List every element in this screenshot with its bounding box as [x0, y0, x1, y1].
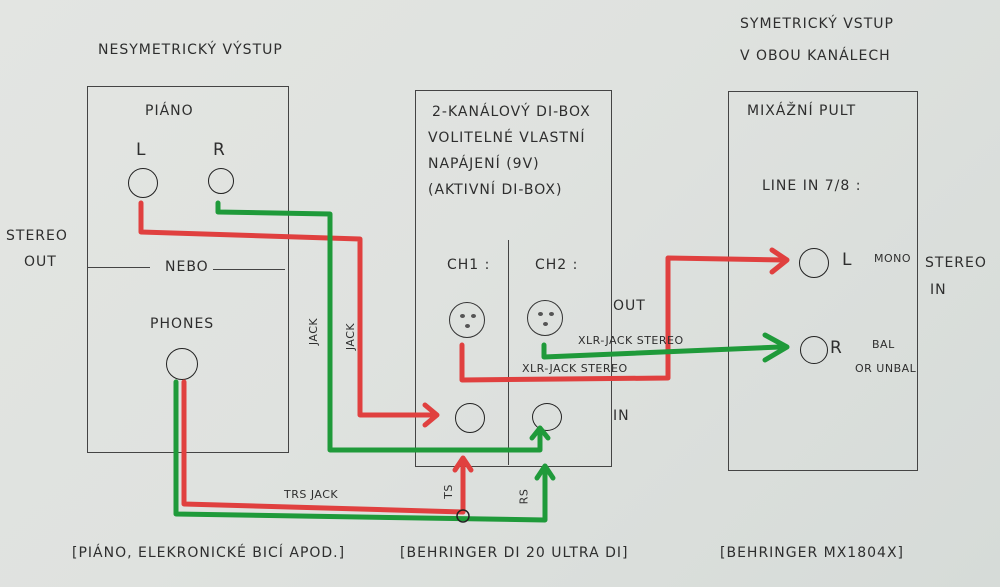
stereo-in-label-line2: IN [930, 282, 947, 298]
piano-divider-right [213, 269, 285, 270]
stereo-out-label-line2: OUT [24, 254, 57, 270]
cable-label-jack-left: JACK [307, 317, 321, 346]
stereo-in-label-line1: STEREO [925, 255, 987, 271]
cable-label-xlr-ch2: XLR-JACK STEREO [578, 334, 684, 347]
cable-trs-red [181, 379, 466, 515]
mixer-jack-right[interactable] [800, 336, 828, 364]
xlr-pin [460, 314, 465, 318]
mixer-bal-note-line1: BAL [872, 338, 895, 351]
arrow-head [422, 402, 440, 428]
dibox-ch2-jack-in[interactable] [532, 403, 562, 431]
dibox-line1: 2-KANÁLOVÝ DI-BOX [432, 104, 591, 120]
mixer-mono-note: MONO [874, 252, 912, 265]
dibox-in-label: IN [613, 408, 630, 424]
dibox-box [415, 90, 612, 467]
phones-label: PHONES [150, 316, 215, 332]
mixer-line-in-label: LINE IN 7/8 : [762, 178, 862, 194]
piano-jack-right-label: R [213, 140, 226, 160]
dibox-caption: [BEHRINGER DI 20 ULTRA DI] [400, 545, 629, 561]
dibox-line2: VOLITELNÉ VLASTNÍ [428, 130, 586, 146]
dibox-line3: NAPÁJENÍ (9V) [428, 156, 540, 172]
arrow-head [529, 425, 551, 441]
arrow-head [762, 332, 790, 363]
xlr-pin [538, 312, 543, 316]
mixer-heading-line1: SYMETRICKÝ VSTUP [740, 16, 894, 32]
piano-box [87, 86, 289, 453]
cable-right-jack [215, 200, 543, 453]
dibox-line4: (AKTIVNÍ DI-BOX) [428, 182, 563, 198]
arrow-head [452, 455, 474, 473]
dibox-channel-divider [508, 240, 509, 465]
stereo-out-label-line1: STEREO [6, 228, 68, 244]
arrow-head [769, 247, 790, 275]
cable-label-ts: TS [441, 484, 455, 499]
trs-split-point [456, 509, 470, 523]
cable-label-xlr-ch1: XLR-JACK STEREO [522, 362, 628, 375]
piano-divider-left [88, 267, 150, 268]
xlr-pin [549, 312, 554, 316]
piano-jack-right[interactable] [208, 168, 234, 194]
dibox-ch1-jack-in[interactable] [455, 403, 485, 433]
xlr-pin [465, 324, 470, 328]
mixer-title: MIXÁŽNÍ PULT [747, 103, 857, 119]
cable-label-jack-right: JACK [344, 322, 358, 351]
dibox-ch1-xlr-out[interactable] [449, 302, 485, 338]
piano-caption: [PIÁNO, ELEKRONICKÉ BICÍ APOD.] [72, 545, 346, 561]
piano-title: PIÁNO [145, 103, 194, 119]
mixer-bal-note-line2: OR UNBAL [855, 362, 917, 375]
mixer-jack-left-label: L [842, 250, 853, 270]
cable-label-rs: RS [517, 488, 531, 505]
xlr-pin [543, 322, 548, 326]
dibox-ch2-label: CH2 : [535, 257, 579, 273]
dibox-ch2-xlr-out[interactable] [527, 300, 563, 336]
mixer-jack-right-label: R [830, 338, 843, 358]
dibox-ch1-label: CH1 : [447, 257, 491, 273]
cable-xlr-ch1 [459, 255, 788, 383]
phones-jack[interactable] [166, 348, 198, 380]
cable-left-jack [138, 200, 438, 418]
mixer-heading-line2: V OBOU KANÁLECH [740, 48, 891, 64]
cable-xlr-ch2 [541, 342, 783, 360]
piano-jack-left-label: L [136, 140, 147, 160]
piano-jack-left[interactable] [128, 168, 158, 198]
mixer-caption: [BEHRINGER MX1804X] [720, 545, 904, 561]
arrow-head [534, 463, 556, 481]
dibox-out-label: OUT [613, 298, 646, 314]
mixer-box [728, 91, 918, 471]
piano-heading: NESYMETRICKÝ VÝSTUP [98, 42, 283, 58]
xlr-pin [471, 314, 476, 318]
mixer-jack-left[interactable] [799, 248, 829, 278]
cable-trs-green [173, 379, 548, 523]
piano-divider-label: NEBO [165, 259, 209, 275]
cable-label-trs: TRS JACK [284, 488, 339, 501]
